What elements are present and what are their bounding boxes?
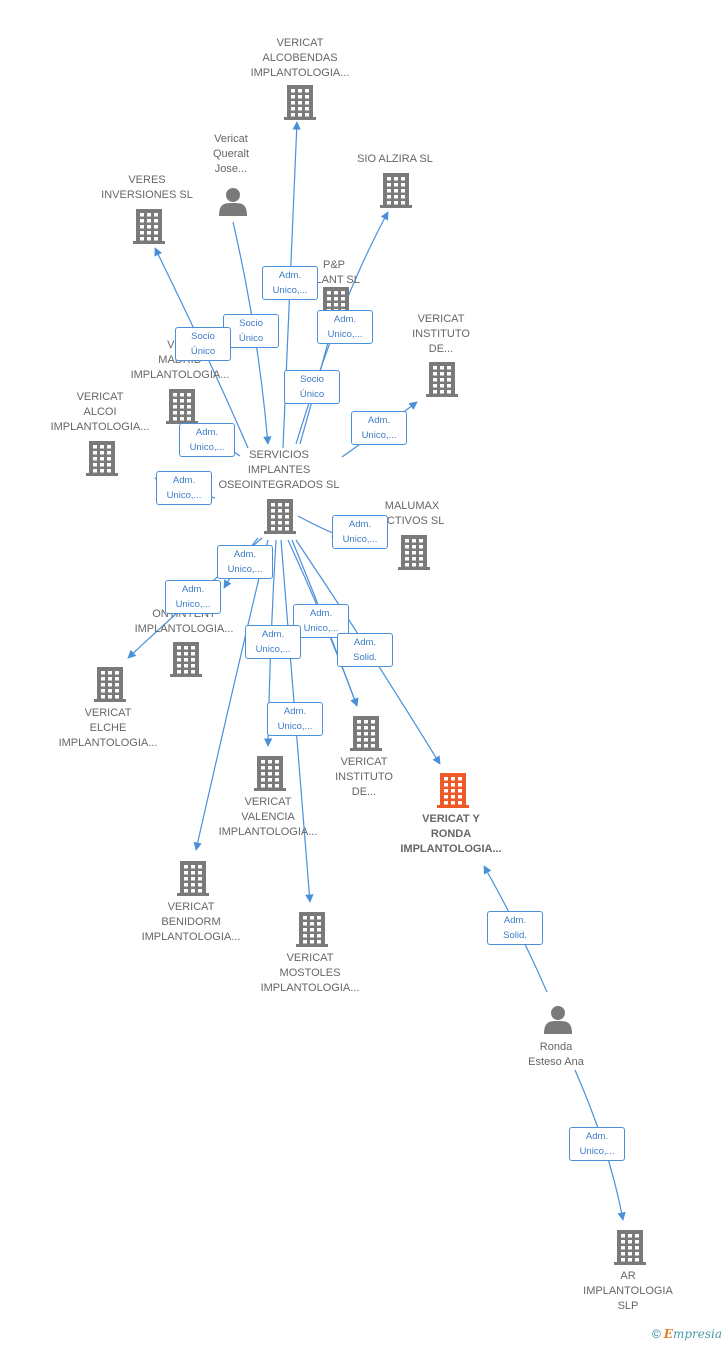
relation-label[interactable]: Adm. Unico,...: [351, 411, 407, 445]
relation-label[interactable]: Adm. Unico,...: [245, 625, 301, 659]
node-label-benidorm[interactable]: VERICAT BENIDORM IMPLANTOLOGIA...: [141, 901, 241, 943]
relation-label[interactable]: Adm. Unico,...: [267, 702, 323, 736]
person-icon: [219, 188, 247, 216]
person-icon: [544, 1006, 572, 1034]
building-icon: [86, 441, 118, 476]
relation-label[interactable]: Adm. Unico,...: [156, 471, 212, 505]
node-label-veres[interactable]: VERES INVERSIONES SL: [101, 174, 193, 201]
relation-label[interactable]: Adm. Unico,...: [262, 266, 318, 300]
building-icon: [177, 861, 209, 896]
relation-label[interactable]: Adm. Solid.: [337, 633, 393, 667]
node-label-instituto2[interactable]: VERICAT INSTITUTO DE...: [335, 756, 393, 798]
relation-label[interactable]: Adm. Unico,...: [332, 515, 388, 549]
relation-label[interactable]: Adm. Unico,...: [217, 545, 273, 579]
building-icon: [350, 716, 382, 751]
building-icon: [284, 85, 316, 120]
node-label-ar[interactable]: AR IMPLANTOLOGIA SLP: [583, 1270, 673, 1312]
node-label-servicios[interactable]: SERVICIOS IMPLANTES OSEOINTEGRADOS SL: [218, 449, 340, 491]
building-icon: [380, 173, 412, 208]
relation-label[interactable]: Socio Único: [284, 370, 340, 404]
node-label-alcoi[interactable]: VERICAT ALCOI IMPLANTOLOGIA...: [50, 391, 150, 433]
node-label-sio[interactable]: SIO ALZIRA SL: [357, 153, 433, 165]
building-icon-focus: [437, 773, 469, 808]
copyright-symbol: ©: [651, 1327, 661, 1341]
node-label-ronda[interactable]: Ronda Esteso Ana: [528, 1041, 584, 1068]
building-icon: [264, 499, 296, 534]
relation-label[interactable]: Socio Único: [175, 327, 231, 361]
building-icon: [254, 756, 286, 791]
node-label-valencia[interactable]: VERICAT VALENCIA IMPLANTOLOGIA...: [218, 796, 318, 838]
node-label-instituto1[interactable]: VERICAT INSTITUTO DE...: [412, 313, 470, 355]
brand-name: mpresia: [672, 1327, 722, 1341]
node-label-alcobendas[interactable]: VERICAT ALCOBENDAS IMPLANTOLOGIA...: [250, 37, 350, 79]
building-icon: [133, 209, 165, 244]
building-icon: [614, 1230, 646, 1265]
relation-label[interactable]: Adm. Unico,...: [179, 423, 235, 457]
node-label-ronda-co[interactable]: VERICAT Y RONDA IMPLANTOLOGIA...: [400, 813, 502, 855]
building-icon: [166, 389, 198, 424]
building-icon: [296, 912, 328, 947]
relation-label[interactable]: Adm. Solid.: [487, 911, 543, 945]
relation-arrow: [193, 539, 269, 851]
building-icon: [426, 362, 458, 397]
node-label-mostoles[interactable]: VERICAT MOSTOLES IMPLANTOLOGIA...: [260, 952, 360, 994]
brand-initial: E: [663, 1327, 673, 1341]
relation-label[interactable]: Adm. Unico,...: [317, 310, 373, 344]
relation-label[interactable]: Adm. Unico,...: [165, 580, 221, 614]
relation-label[interactable]: Socio Único: [223, 314, 279, 348]
building-icon: [398, 535, 430, 570]
node-label-queralt[interactable]: Vericat Queralt Jose...: [212, 133, 250, 175]
relation-label[interactable]: Adm. Unico,...: [293, 604, 349, 638]
building-icon: [94, 667, 126, 702]
node-label-elche[interactable]: VERICAT ELCHE IMPLANTOLOGIA...: [58, 707, 158, 749]
relation-label[interactable]: Adm. Unico,...: [569, 1127, 625, 1161]
empresia-logo: ©Empresia: [652, 1327, 722, 1341]
node-label-malumax[interactable]: MALUMAX ACTIVOS SL: [379, 500, 445, 527]
building-icon: [170, 642, 202, 677]
